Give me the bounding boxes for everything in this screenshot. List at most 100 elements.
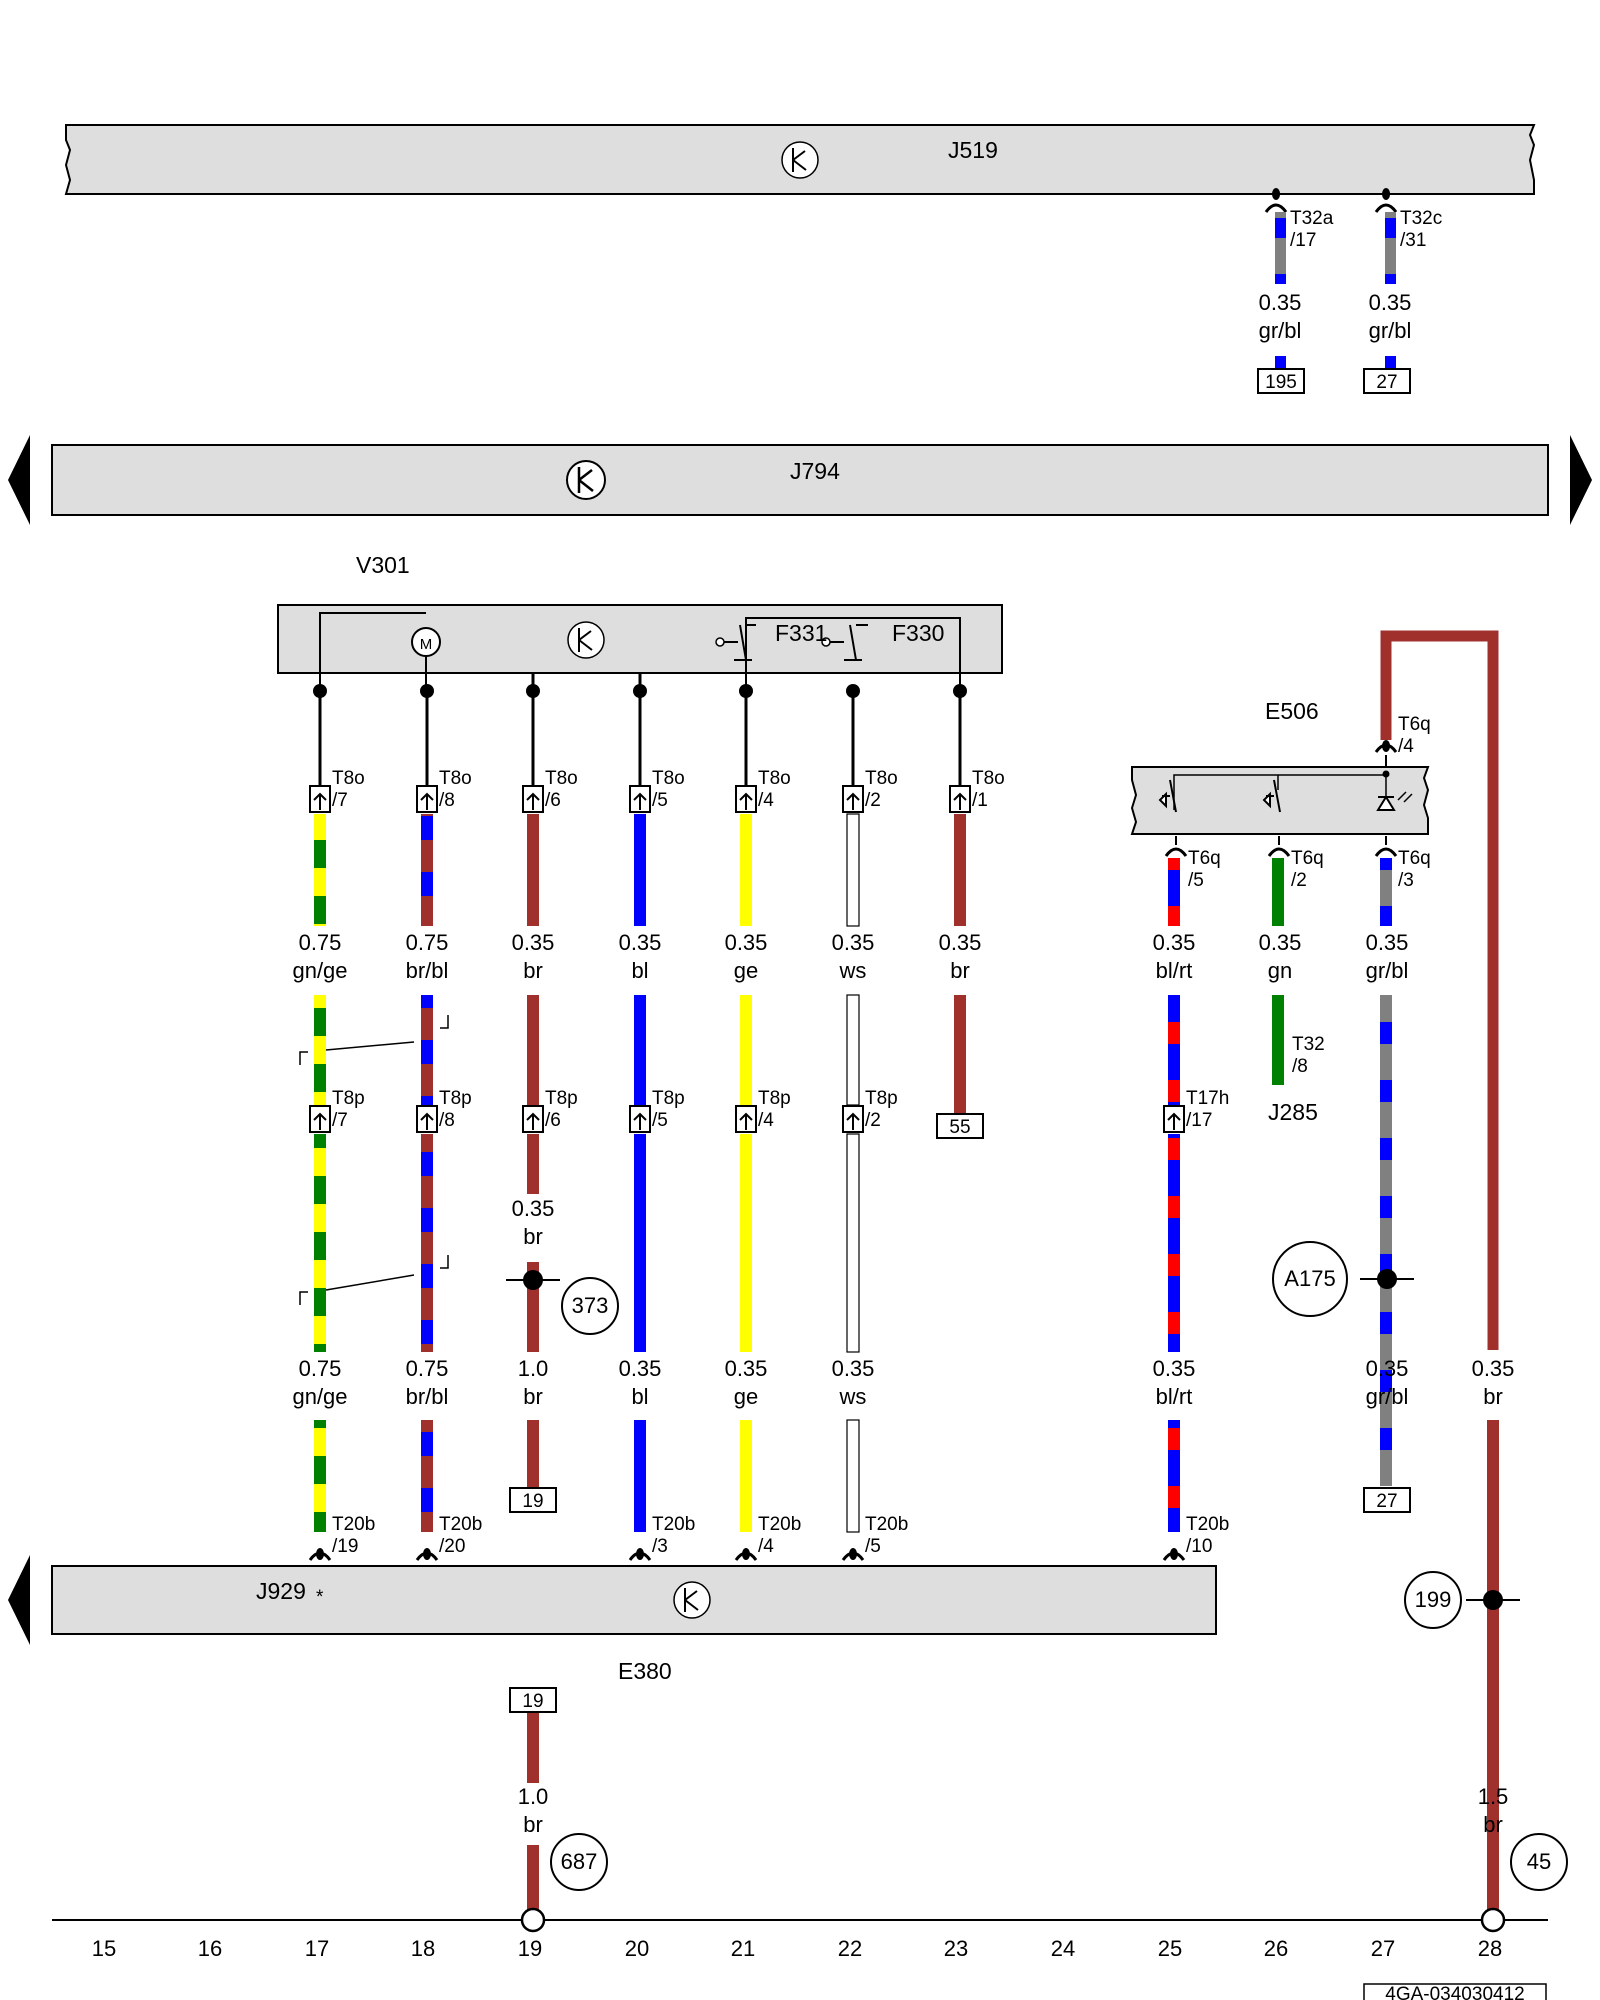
svg-text:/2: /2 xyxy=(865,1110,881,1131)
node-a175: A175 xyxy=(1284,1266,1335,1291)
svg-text:br: br xyxy=(1483,1384,1503,1409)
svg-text:0.35: 0.35 xyxy=(512,930,555,955)
t6q-name: T6q xyxy=(1291,848,1324,869)
svg-text:T20b: T20b xyxy=(332,1514,375,1535)
svg-text:br: br xyxy=(950,958,970,983)
e506-label: E506 xyxy=(1265,698,1319,724)
t6q-pin: /2 xyxy=(1291,870,1307,891)
svg-text:/19: /19 xyxy=(332,1536,358,1557)
control-unit-icon xyxy=(567,621,605,659)
t8o-name: T8o xyxy=(972,768,1005,789)
v301-unit: M F331 F330 xyxy=(277,604,1003,690)
ref-box-19-lower xyxy=(509,1687,557,1713)
switch-icon xyxy=(1262,779,1281,813)
j285-label: J285 xyxy=(1268,1099,1318,1125)
t17h-name: T17h xyxy=(1186,1088,1229,1109)
node-45-circle xyxy=(1510,1833,1568,1891)
ground-wire-19-lower xyxy=(527,1845,539,1917)
splice-199 xyxy=(1404,1571,1520,1629)
t8o-pin: /2 xyxy=(865,790,881,811)
svg-text:ws: ws xyxy=(839,958,867,983)
wire-color-t32a: gr/bl xyxy=(1259,318,1302,343)
t8o-name: T8o xyxy=(758,768,791,789)
ref-19-upper: 19 xyxy=(522,1491,543,1512)
svg-text:T20b: T20b xyxy=(439,1514,482,1535)
wire-size-t32a: 0.35 xyxy=(1259,290,1302,315)
t8o-name: T8o xyxy=(545,768,578,789)
ground-point-19 xyxy=(520,1907,546,1933)
f331-label: F331 xyxy=(775,620,827,646)
svg-text:gr/bl: gr/bl xyxy=(1366,958,1409,983)
j794-label: J794 xyxy=(790,458,840,484)
svg-text:19: 19 xyxy=(518,1936,542,1961)
svg-text:0.35: 0.35 xyxy=(1259,930,1302,955)
control-unit-icon xyxy=(566,460,606,500)
continue-left-arrow xyxy=(8,1555,30,1645)
t8o-name: T8o xyxy=(439,768,472,789)
upper-wire-segments xyxy=(314,813,966,927)
twisted-pair-marker xyxy=(299,1015,449,1305)
v301-pin-dots xyxy=(313,684,967,698)
j929-label: J929 xyxy=(256,1578,306,1604)
t8o-pin: /5 xyxy=(652,790,668,811)
svg-text:T20b: T20b xyxy=(652,1514,695,1535)
svg-text:0.35: 0.35 xyxy=(725,930,768,955)
svg-text:bl: bl xyxy=(631,958,648,983)
splice-373 xyxy=(506,1270,619,1335)
svg-text:1.0: 1.0 xyxy=(518,1356,549,1381)
t8o-labels: T8o /7 T8o /8 T8o /6 T8o /5 T8o /4 T8o /… xyxy=(332,768,1005,811)
svg-text:T8p: T8p xyxy=(865,1088,898,1109)
svg-text:0.35: 0.35 xyxy=(725,1356,768,1381)
svg-text:0.35: 0.35 xyxy=(832,1356,875,1381)
node-687-circle xyxy=(550,1833,608,1891)
led-icon xyxy=(1376,791,1413,811)
svg-text:0.75: 0.75 xyxy=(299,930,342,955)
svg-text:gr/bl: gr/bl xyxy=(1366,1384,1409,1409)
grid-numbers: 15 16 17 18 19 20 21 22 23 24 25 26 27 2… xyxy=(92,1936,1502,1961)
svg-text:ge: ge xyxy=(734,1384,758,1409)
svg-text:/6: /6 xyxy=(545,1110,561,1131)
switch-icon xyxy=(1158,779,1177,813)
svg-text:20: 20 xyxy=(625,1936,649,1961)
t8o-pin: /1 xyxy=(972,790,988,811)
ref-27-lower: 27 xyxy=(1376,1491,1397,1512)
svg-text:0.35: 0.35 xyxy=(1153,930,1196,955)
t8o-name: T8o xyxy=(865,768,898,789)
svg-text:18: 18 xyxy=(411,1936,435,1961)
e506-wire-segments xyxy=(1168,858,1392,926)
svg-text:17: 17 xyxy=(305,1936,329,1961)
svg-text:br: br xyxy=(523,958,543,983)
svg-text:16: 16 xyxy=(198,1936,222,1961)
svg-text:15: 15 xyxy=(92,1936,116,1961)
ref-27-top: 27 xyxy=(1376,372,1397,393)
v301-label: V301 xyxy=(356,552,410,578)
svg-text:/4: /4 xyxy=(758,1110,774,1131)
svg-text:T20b: T20b xyxy=(865,1514,908,1535)
t32-name: T32 xyxy=(1292,1034,1325,1055)
f330-label: F330 xyxy=(892,620,944,646)
j929-input-wires xyxy=(314,1419,1392,1533)
svg-text:/5: /5 xyxy=(865,1536,881,1557)
svg-text:br/bl: br/bl xyxy=(406,958,449,983)
svg-text:br/bl: br/bl xyxy=(406,1384,449,1409)
svg-text:25: 25 xyxy=(1158,1936,1182,1961)
continue-right-arrow xyxy=(1570,435,1592,525)
document-id: 4GA-034030412 xyxy=(1385,1984,1524,2000)
ground-loop-wire xyxy=(1380,630,1499,1925)
ref-19-lower: 19 xyxy=(522,1691,543,1712)
t6q-pin: /4 xyxy=(1398,736,1414,757)
svg-text:bl: bl xyxy=(631,1384,648,1409)
svg-text:0.35: 0.35 xyxy=(1153,1356,1196,1381)
svg-text:0.35: 0.35 xyxy=(832,930,875,955)
switch-f331-icon xyxy=(715,624,756,661)
j519-unit: J519 xyxy=(64,124,1536,195)
v301-pin-wires xyxy=(318,673,962,785)
t6q-pin: /5 xyxy=(1188,870,1204,891)
t32-pin: /8 xyxy=(1292,1056,1308,1077)
node-199: 199 xyxy=(1415,1587,1452,1612)
t8o-pin: /6 xyxy=(545,790,561,811)
wire-size-bottom-19: 1.0 xyxy=(518,1784,549,1809)
t8p-connectors xyxy=(309,1105,1185,1133)
lower-wire-segments xyxy=(314,1133,1180,1353)
svg-text:0.35: 0.35 xyxy=(619,930,662,955)
